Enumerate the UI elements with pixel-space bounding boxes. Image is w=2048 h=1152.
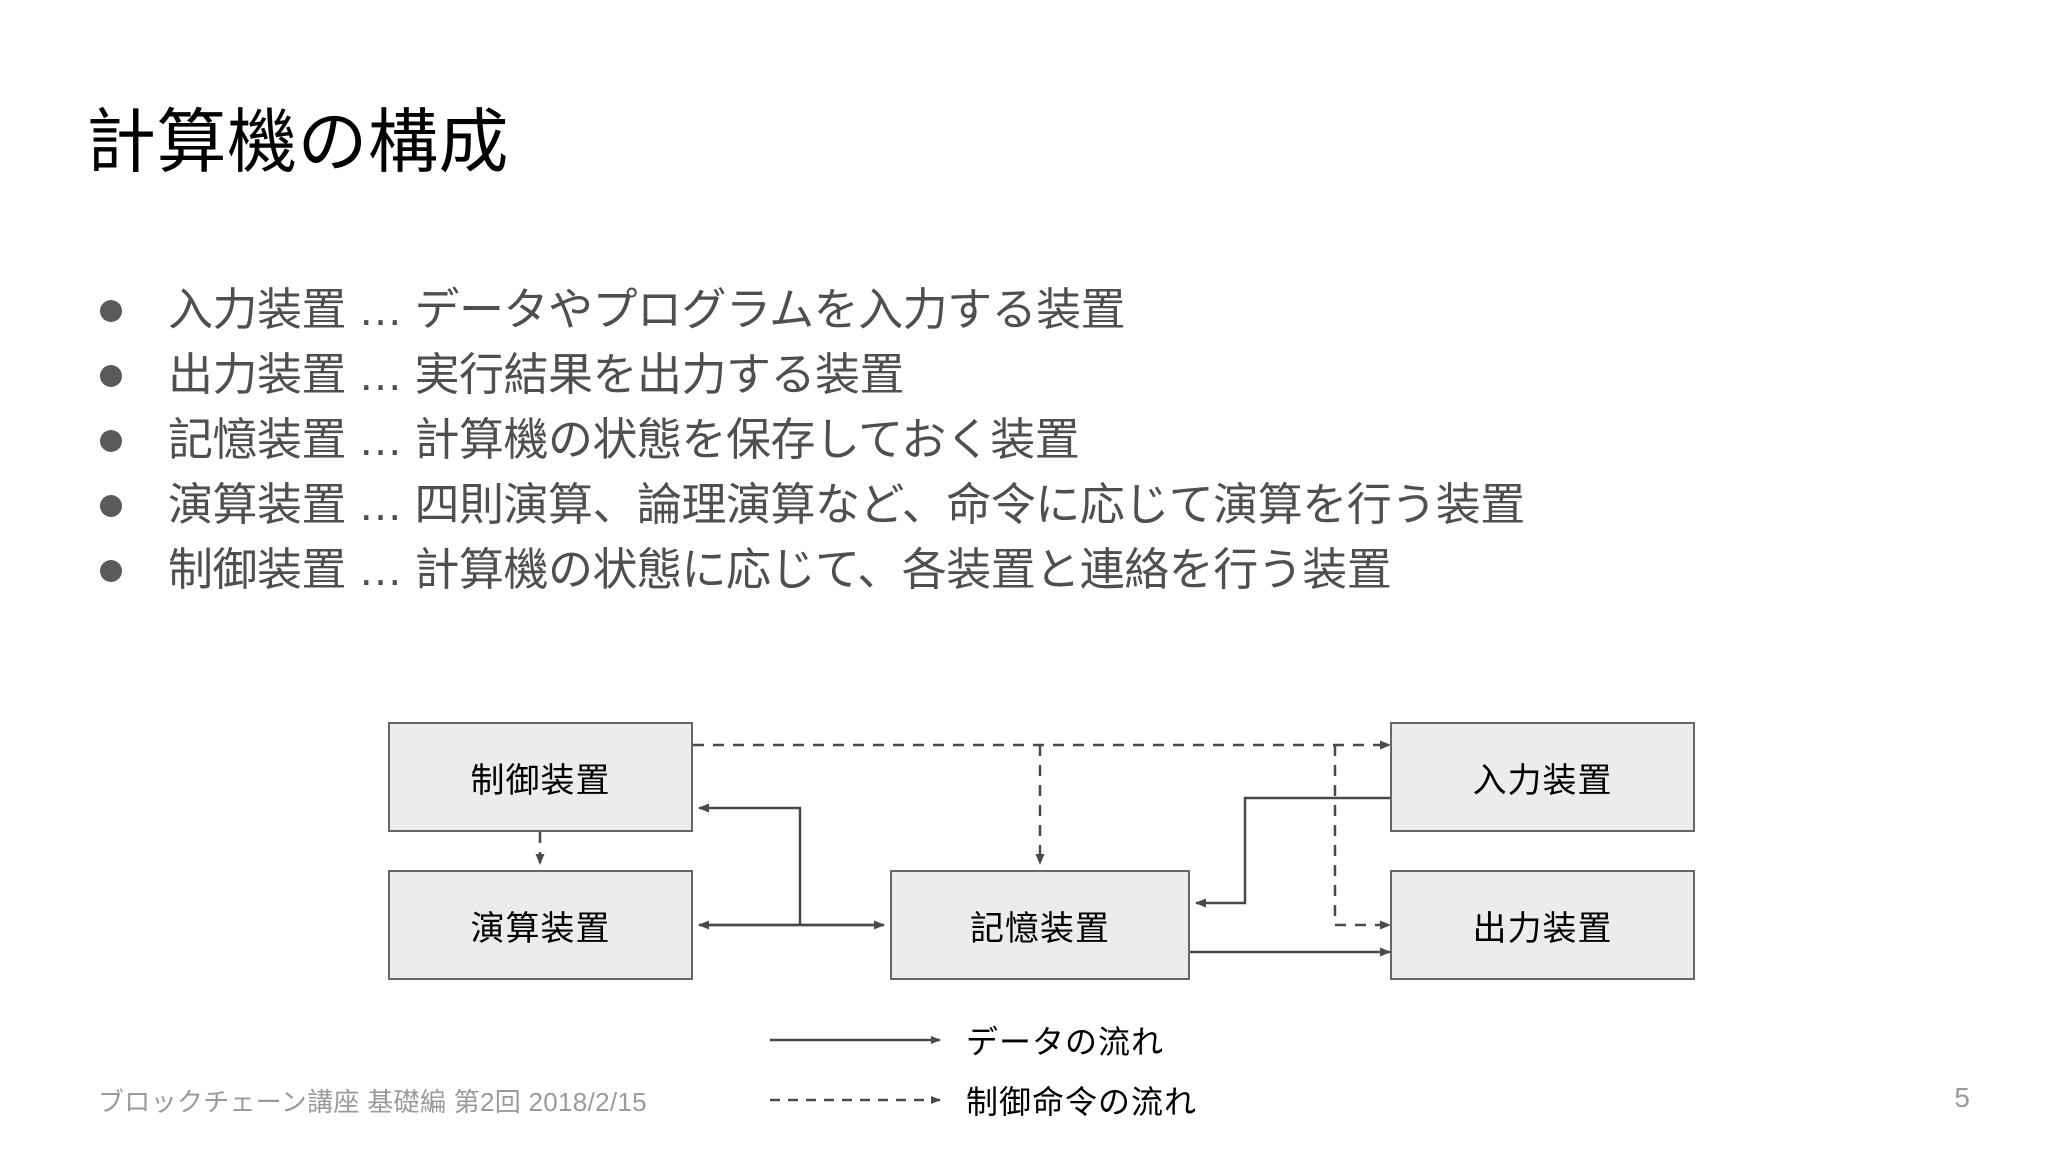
footer-note: ブロックチェーン講座 基礎編 第2回 2018/2/15 <box>98 1087 647 1117</box>
diagram-node-memory-unit[interactable]: 記憶装置 <box>890 870 1190 980</box>
list-item-label: 演算装置 … 四則演算、論理演算など、命令に応じて演算を行う装置 <box>168 479 1525 530</box>
bullet-dot-icon <box>100 430 122 452</box>
diagram-node-label: 出力装置 <box>1472 909 1613 948</box>
page-title: 計算機の構成 <box>86 103 509 181</box>
page-number: 5 <box>1954 1082 1970 1113</box>
list-item: 記憶装置 … 計算機の状態を保存しておく装置 <box>100 408 1900 473</box>
legend-label: 制御命令の流れ <box>966 1084 1198 1120</box>
diagram-connectors <box>535 740 1391 957</box>
edge-control-to-output <box>1333 745 1391 930</box>
computer-architecture-diagram: 制御装置 入力装置 演算装置 記憶装置 出力装置 <box>0 690 2048 1020</box>
edge-input-to-memory <box>1195 796 1390 908</box>
diagram-node-label: 制御装置 <box>470 761 611 800</box>
list-item-label: 記憶装置 … 計算機の状態を保存しておく装置 <box>168 414 1080 465</box>
list-item: 出力装置 … 実行結果を出力する装置 <box>100 343 1900 408</box>
dashed-arrow-icon <box>770 1096 941 1104</box>
diagram-node-arithmetic-unit[interactable]: 演算装置 <box>388 870 693 980</box>
diagram-node-input-device[interactable]: 入力装置 <box>1390 722 1695 832</box>
edge-alu-to-control <box>698 803 802 925</box>
list-item-label: 出力装置 … 実行結果を出力する装置 <box>168 349 905 400</box>
diagram-legend: データの流れ 制御命令の流れ <box>770 1010 1470 1130</box>
diagram-node-label: 入力装置 <box>1472 761 1613 800</box>
legend-label: データの流れ <box>966 1024 1165 1060</box>
list-item: 制御装置 … 計算機の状態に応じて、各装置と連絡を行う装置 <box>100 538 1900 603</box>
diagram-node-output-device[interactable]: 出力装置 <box>1390 870 1695 980</box>
solid-arrow-icon <box>770 1036 941 1044</box>
list-item: 入力装置 … データやプログラムを入力する装置 <box>100 278 1900 343</box>
bullet-dot-icon <box>100 495 122 517</box>
diagram-node-label: 演算装置 <box>470 909 611 948</box>
bullet-dot-icon <box>100 300 122 322</box>
diagram-node-label: 記憶装置 <box>970 909 1110 948</box>
diagram-node-control-unit[interactable]: 制御装置 <box>388 722 693 832</box>
list-item-label: 入力装置 … データやプログラムを入力する装置 <box>168 284 1126 335</box>
bullet-list: 入力装置 … データやプログラムを入力する装置 出力装置 … 実行結果を出力する… <box>100 278 1900 603</box>
list-item: 演算装置 … 四則演算、論理演算など、命令に応じて演算を行う装置 <box>100 473 1900 538</box>
legend-item-control-flow: 制御命令の流れ <box>770 1070 1470 1130</box>
list-item-label: 制御装置 … 計算機の状態に応じて、各装置と連絡を行う装置 <box>168 544 1392 595</box>
bullet-dot-icon <box>100 560 122 582</box>
legend-item-data-flow: データの流れ <box>770 1010 1470 1070</box>
bullet-dot-icon <box>100 365 122 387</box>
